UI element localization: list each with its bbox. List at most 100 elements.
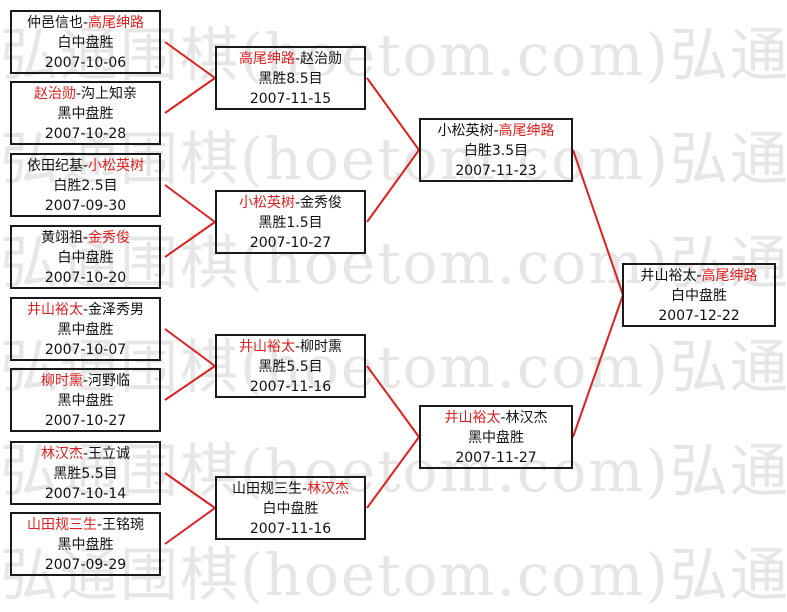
match-box: 井山裕太-金泽秀男 黑中盘胜 2007-10-07 [10,297,161,361]
connector-line [572,294,624,438]
connector-line [572,149,624,296]
match-result: 黑中盘胜 [57,393,114,409]
match-result: 黑中盘胜 [468,430,524,446]
match-players: 高尾绅路-赵治勋 [238,51,343,67]
match-box: 井山裕太-高尾绅路 白中盘胜 2007-12-22 [622,263,776,327]
match-box: 井山裕太-林汉杰 黑中盘胜 2007-11-27 [419,405,573,469]
match-result: 白中盘胜 [671,288,727,304]
match-box: 黄翊祖-金秀俊 白中盘胜 2007-10-20 [10,225,161,289]
connector-line [164,221,216,258]
match-box: 林汉杰-王立诚 黑胜5.5目 2007-10-14 [10,441,161,505]
player-2: 金秀俊 [300,195,343,211]
match-players: 山田规三生-王铭琬 [26,517,145,533]
match-players: 柳时熏-河野临 [40,373,131,389]
connector-line [164,507,216,545]
match-date: 2007-10-27 [249,235,332,251]
player-1: 山田规三生 [231,481,302,497]
player-2: 高尾绅路 [498,123,555,139]
match-result: 黑胜5.5目 [53,466,118,482]
player-2: 金泽秀男 [88,302,145,318]
match-date: 2007-12-22 [658,308,740,324]
match-date: 2007-11-16 [249,379,332,395]
player-2: 柳时熏 [300,339,343,355]
player-1: 山田规三生 [26,517,97,533]
match-players: 山田规三生-林汉杰 [231,481,350,497]
player-2: 高尾绅路 [701,268,758,284]
match-box: 仲邑信也-高尾绅路 白中盘胜 2007-10-06 [10,10,161,74]
player-1: 柳时熏 [40,373,83,389]
match-box: 小松英树-高尾绅路 白胜3.5目 2007-11-23 [419,118,573,182]
match-players: 井山裕太-柳时熏 [238,339,343,355]
player-1: 井山裕太 [26,302,83,318]
player-2: 王铭琬 [102,517,145,533]
match-box: 柳时熏-河野临 黑中盘胜 2007-10-27 [10,368,161,432]
match-date: 2007-09-29 [44,557,127,573]
match-box: 山田规三生-王铭琬 黑中盘胜 2007-09-29 [10,512,161,576]
match-date: 2007-11-15 [249,91,332,107]
player-1: 仲邑信也 [26,15,83,31]
match-result: 黑中盘胜 [57,537,114,553]
player-1: 井山裕太 [640,268,697,284]
connector-line [366,77,420,151]
connector-line [164,77,216,114]
match-players: 黄翊祖-金秀俊 [40,230,131,246]
match-players: 林汉杰-王立诚 [40,446,131,462]
match-date: 2007-10-20 [44,270,127,286]
connector-line [366,436,420,509]
match-result: 白胜3.5目 [463,143,529,159]
player-1: 井山裕太 [444,410,501,426]
match-box: 高尾绅路-赵治勋 黑胜8.5目 2007-11-15 [215,46,366,110]
match-result: 白中盘胜 [262,501,319,517]
match-date: 2007-09-30 [44,198,127,214]
connector-line [366,365,420,438]
match-result: 黑中盘胜 [57,322,114,338]
match-date: 2007-11-23 [455,163,537,179]
match-players: 仲邑信也-高尾绅路 [26,15,145,31]
player-2: 赵治勋 [300,51,343,67]
match-players: 井山裕太-高尾绅路 [640,268,758,284]
match-date: 2007-10-28 [44,126,127,142]
match-result: 黑胜5.5目 [258,359,323,375]
match-players: 小松英树-金秀俊 [238,195,343,211]
match-box: 井山裕太-柳时熏 黑胜5.5目 2007-11-16 [215,334,366,398]
match-players: 依田纪基-小松英树 [26,158,145,174]
player-2: 金秀俊 [88,230,131,246]
player-1: 赵治勋 [33,86,76,102]
match-result: 白胜2.5目 [53,178,118,194]
match-result: 白中盘胜 [57,250,114,266]
match-date: 2007-11-16 [249,521,332,537]
connector-line [164,472,216,509]
bracket-connectors [164,41,624,545]
connector-line [164,184,216,223]
match-date: 2007-11-27 [455,450,537,466]
player-1: 高尾绅路 [238,51,295,67]
player-2: 林汉杰 [307,481,350,497]
match-players: 井山裕太-林汉杰 [444,410,548,426]
player-2: 高尾绅路 [88,15,145,31]
match-players: 井山裕太-金泽秀男 [26,302,145,318]
player-1: 黄翊祖 [40,230,83,246]
player-1: 小松英树 [238,195,295,211]
match-result: 黑胜8.5目 [258,71,323,87]
match-result: 黑中盘胜 [57,106,114,122]
player-1: 林汉杰 [40,446,83,462]
player-2: 林汉杰 [505,410,548,426]
match-date: 2007-10-14 [44,486,127,502]
match-box: 小松英树-金秀俊 黑胜1.5目 2007-10-27 [215,190,366,254]
match-box: 山田规三生-林汉杰 白中盘胜 2007-11-16 [215,476,366,540]
player-1: 依田纪基 [26,158,83,174]
player-2: 王立诚 [88,446,131,462]
player-2: 河野临 [88,373,131,389]
connector-line [366,149,420,223]
connector-line [164,328,216,367]
player-2: 小松英树 [88,158,145,174]
match-date: 2007-10-27 [44,413,127,429]
match-players: 赵治勋-沟上知亲 [33,86,138,102]
player-1: 井山裕太 [238,339,295,355]
player-2: 沟上知亲 [81,86,138,102]
match-result: 黑胜1.5目 [258,215,323,231]
match-date: 2007-10-07 [44,342,127,358]
match-box: 依田纪基-小松英树 白胜2.5目 2007-09-30 [10,153,161,217]
match-box: 赵治勋-沟上知亲 黑中盘胜 2007-10-28 [10,81,161,145]
connector-line [164,365,216,401]
